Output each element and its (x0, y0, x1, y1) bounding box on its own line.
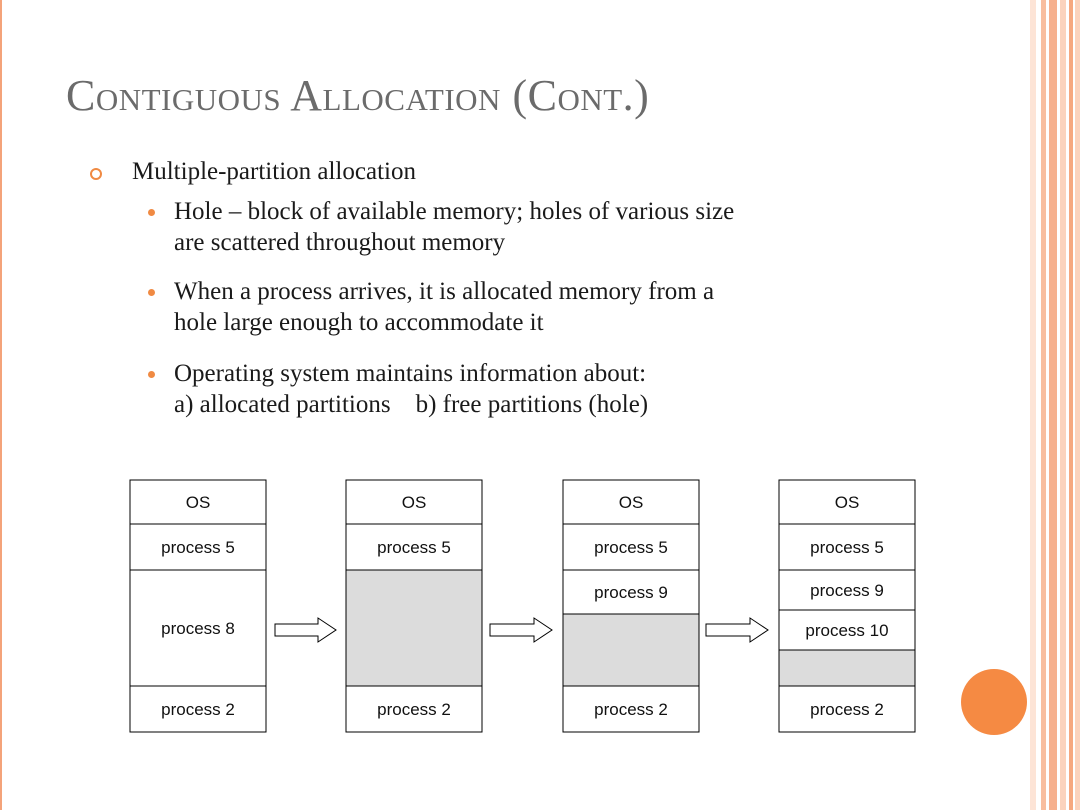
sub-bullet-line: Hole – block of available memory; holes … (174, 198, 735, 225)
sub-bullet-line: hole large enough to accommodate it (174, 309, 544, 336)
memory-block-label: process 9 (594, 583, 668, 602)
sub-bullet-arrival: When a process arrives, it is allocated … (148, 276, 908, 338)
memory-block-label: process 10 (805, 621, 888, 640)
memory-block-label: process 2 (377, 700, 451, 719)
memory-block (345, 685, 483, 733)
sub-bullet-line: a) allocated partitions b) free partitio… (174, 391, 649, 418)
bullet-multiple-partition: Multiple-partition allocation (90, 156, 416, 187)
memory-block (778, 523, 916, 571)
left-border (0, 0, 2, 810)
dot-bullet-icon (148, 289, 155, 296)
memory-block (562, 685, 700, 733)
memory-block (129, 523, 267, 571)
memory-block-label: process 5 (594, 538, 668, 557)
memory-block-label: process 9 (810, 581, 884, 600)
memory-block (345, 479, 483, 525)
memory-block (129, 479, 267, 525)
right-arrow-icon (705, 617, 769, 643)
memory-column: OS process 5 process 2 (345, 479, 483, 733)
memory-block-label: process 5 (377, 538, 451, 557)
memory-block (778, 479, 916, 525)
memory-column: OS process 5 process 9 process 2 (562, 479, 700, 733)
memory-block (345, 523, 483, 571)
memory-block-label: OS (186, 493, 211, 512)
decorative-orange-circle (961, 669, 1027, 735)
memory-block (562, 479, 700, 525)
memory-hole-block (562, 613, 700, 687)
sub-bullet-os-info: Operating system maintains information a… (148, 358, 908, 420)
sub-bullet-hole: Hole – block of available memory; holes … (148, 196, 908, 258)
memory-block (562, 569, 700, 615)
right-arrow-icon (489, 617, 553, 643)
memory-hole-block (345, 569, 483, 687)
memory-block-label: process 5 (810, 538, 884, 557)
memory-block (129, 685, 267, 733)
right-decorative-stripes (1030, 0, 1080, 810)
memory-block-label: process 2 (161, 700, 235, 719)
memory-block-label: process 2 (594, 700, 668, 719)
right-arrow-icon (274, 617, 337, 643)
memory-block-label: process 2 (810, 700, 884, 719)
memory-block (778, 685, 916, 733)
memory-block-label: process 8 (161, 619, 235, 638)
memory-block (129, 569, 267, 687)
slide-title: Contiguous Allocation (Cont.) (66, 71, 650, 120)
sub-bullet-line: are scattered throughout memory (174, 229, 506, 256)
memory-block (562, 523, 700, 571)
bullet-text: Multiple-partition allocation (132, 158, 416, 185)
dot-bullet-icon (148, 209, 155, 216)
circle-bullet-icon (90, 168, 102, 180)
memory-block (778, 569, 916, 611)
memory-block-label: process 5 (161, 538, 235, 557)
memory-hole-block (778, 649, 916, 687)
memory-column: OS process 5 process 8 process 2 (129, 479, 267, 733)
memory-block-label: OS (619, 493, 644, 512)
sub-bullet-line: When a process arrives, it is allocated … (174, 278, 715, 305)
sub-bullet-line: Operating system maintains information a… (174, 360, 647, 387)
memory-block (778, 609, 916, 651)
memory-column: OS process 5 process 9 process 10 process 2 (778, 479, 916, 733)
memory-block-label: OS (402, 493, 427, 512)
memory-block-label: OS (835, 493, 860, 512)
dot-bullet-icon (148, 371, 155, 378)
